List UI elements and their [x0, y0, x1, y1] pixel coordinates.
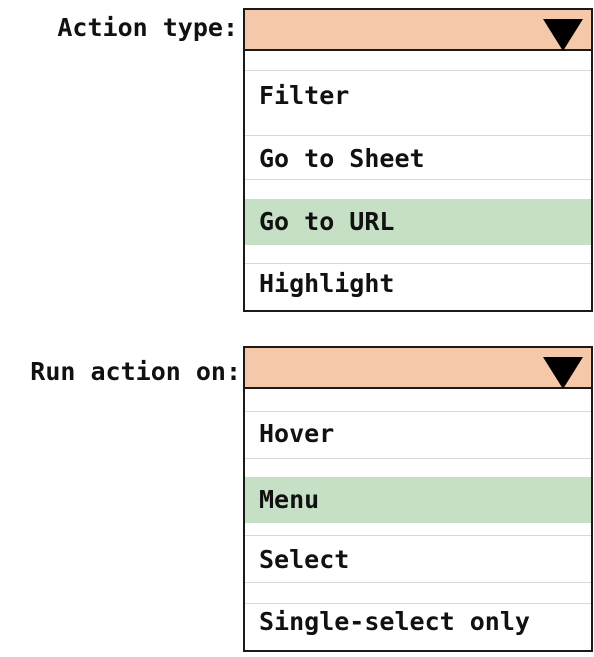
run-action-on-dropdown[interactable] — [243, 346, 593, 389]
action-type-label: Action type: — [57, 13, 238, 42]
triangle-down-icon[interactable] — [543, 357, 583, 389]
option-go-to-sheet[interactable]: Go to Sheet — [259, 144, 425, 173]
option-go-to-url[interactable]: Go to URL — [245, 199, 591, 245]
option-hover[interactable]: Hover — [259, 419, 335, 448]
separator — [245, 582, 591, 583]
option-filter[interactable]: Filter — [259, 81, 350, 110]
separator — [245, 135, 591, 136]
separator — [245, 603, 591, 604]
option-select[interactable]: Select — [259, 545, 350, 574]
separator — [245, 411, 591, 412]
triangle-down-icon[interactable] — [543, 19, 583, 51]
separator — [245, 263, 591, 264]
run-action-on-label: Run action on: — [30, 357, 241, 386]
option-menu[interactable]: Menu — [245, 477, 591, 523]
run-action-on-options: Hover Menu Select Single-select only — [243, 389, 593, 652]
option-highlight[interactable]: Highlight — [259, 269, 395, 298]
separator — [245, 70, 591, 71]
action-type-dropdown[interactable] — [243, 8, 593, 51]
separator — [245, 458, 591, 459]
separator — [245, 179, 591, 180]
separator — [245, 535, 591, 536]
action-type-options: Filter Go to Sheet Go to URL Highlight — [243, 51, 593, 312]
option-single-select-only[interactable]: Single-select only — [259, 607, 530, 636]
